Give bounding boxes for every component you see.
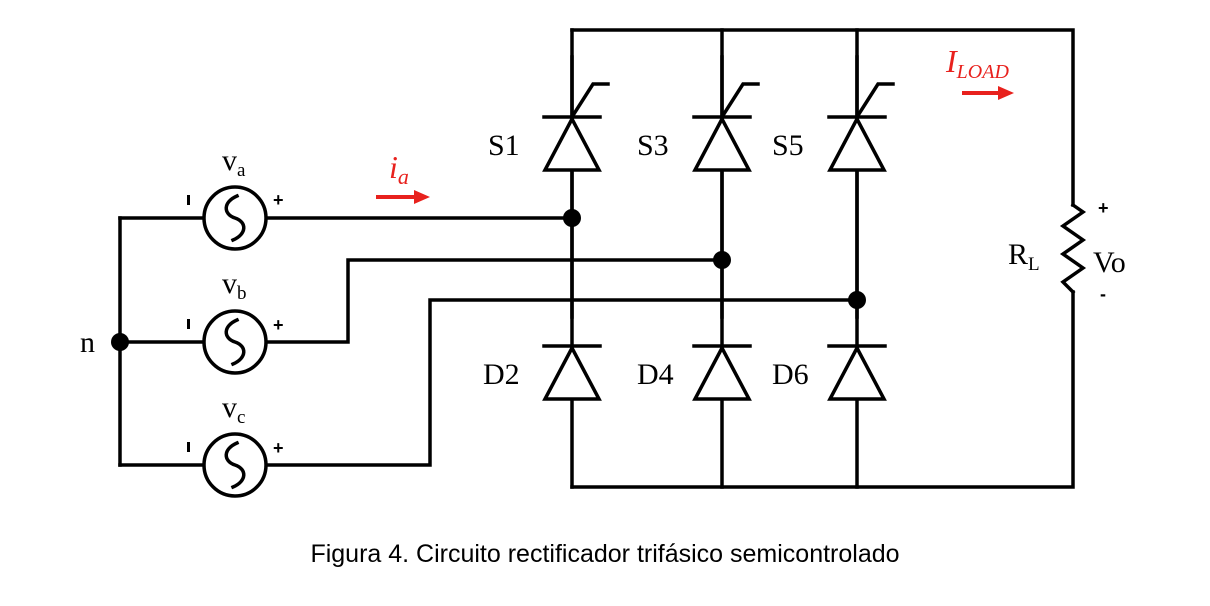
thyristor-s3 bbox=[692, 55, 760, 319]
voltage-source-c bbox=[202, 432, 268, 498]
label-vb: vb bbox=[222, 267, 247, 304]
arrow-iload-icon bbox=[962, 86, 1014, 100]
vo-plus: + bbox=[1098, 198, 1109, 218]
label-d6: D6 bbox=[772, 358, 809, 391]
diode-d4 bbox=[692, 344, 752, 401]
thyristor-s5 bbox=[827, 55, 895, 319]
voltage-source-a bbox=[202, 185, 268, 251]
svg-text:+: + bbox=[273, 190, 284, 210]
arrow-ia-icon bbox=[376, 190, 430, 204]
vo-minus: - bbox=[1100, 284, 1106, 304]
resistor-rl bbox=[1059, 202, 1087, 295]
label-s3: S3 bbox=[637, 129, 669, 162]
label-rl: RL bbox=[1008, 238, 1040, 275]
label-vc: vc bbox=[222, 391, 245, 428]
source-polarity: + + + bbox=[187, 190, 284, 458]
diode-d6 bbox=[827, 344, 887, 401]
label-vo: Vo bbox=[1093, 246, 1126, 279]
label-s1: S1 bbox=[488, 129, 520, 162]
label-s5: S5 bbox=[772, 129, 804, 162]
wires bbox=[118, 28, 1075, 489]
label-iload: ILOAD bbox=[945, 43, 1009, 83]
svg-text:+: + bbox=[273, 315, 284, 335]
junction-dot-neutral bbox=[111, 333, 129, 351]
thyristor-s1 bbox=[542, 55, 610, 319]
svg-text:+: + bbox=[273, 438, 284, 458]
label-d2: D2 bbox=[483, 358, 520, 391]
label-neutral: n bbox=[80, 326, 95, 359]
label-ia: ia bbox=[389, 149, 409, 189]
label-va: va bbox=[222, 144, 246, 181]
voltage-source-b bbox=[202, 309, 268, 375]
figure-caption: Figura 4. Circuito rectificador trifásic… bbox=[310, 540, 900, 568]
diode-d2 bbox=[542, 344, 602, 401]
label-d4: D4 bbox=[637, 358, 674, 391]
